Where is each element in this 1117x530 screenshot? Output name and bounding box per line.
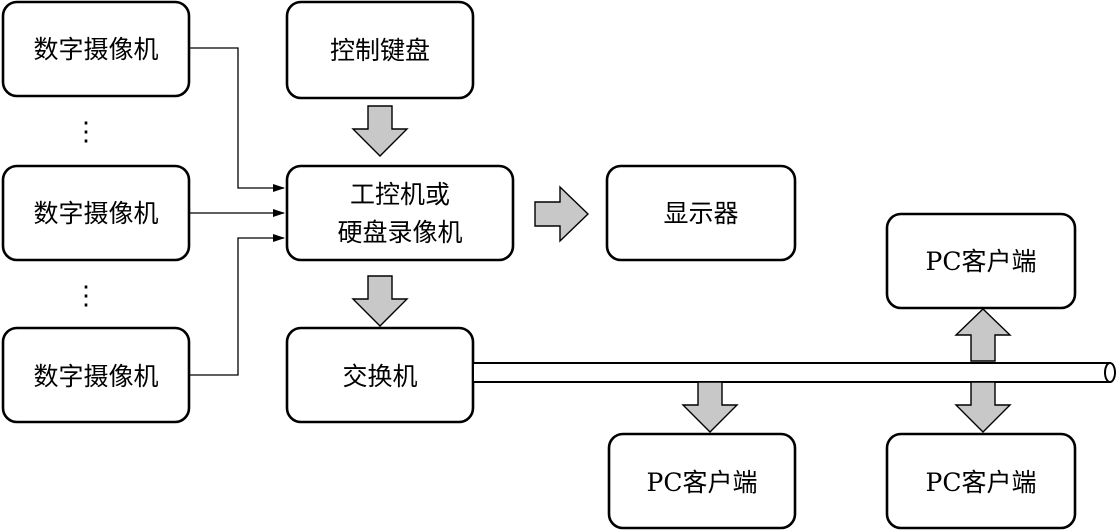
pc-client-box-bottom-left: PC客户端 — [607, 432, 797, 530]
recorder-label-line2: 硬盘录像机 — [337, 218, 462, 247]
arrow-recorder-to-display — [534, 185, 590, 243]
arrow-pipe-to-pc-client-bottom-left — [681, 381, 739, 433]
arrow-pipe-to-pc-client-top — [954, 308, 1012, 362]
switch-label: 交换机 — [342, 362, 417, 391]
camera-label-3: 数字摄像机 — [33, 362, 158, 391]
camera-box-2: 数字摄像机 — [1, 164, 191, 262]
keyboard-label: 控制键盘 — [330, 36, 430, 65]
camera-box-1: 数字摄像机 — [1, 0, 191, 98]
arrow-recorder-to-switch — [351, 275, 409, 327]
display-label: 显示器 — [663, 199, 738, 228]
display-box: 显示器 — [605, 164, 797, 262]
keyboard-box: 控制键盘 — [285, 0, 475, 100]
pc-client-label-top: PC客户端 — [926, 247, 1037, 276]
recorder-box: 工控机或 硬盘录像机 — [285, 164, 515, 262]
connector-camera-1 — [189, 47, 285, 192]
switch-box: 交换机 — [285, 326, 475, 424]
camera-box-3: 数字摄像机 — [1, 326, 191, 424]
camera-label-1: 数字摄像机 — [33, 35, 158, 64]
arrow-pipe-to-pc-client-bottom-right — [954, 381, 1012, 433]
network-pipe — [472, 362, 1116, 383]
pc-client-box-top: PC客户端 — [885, 212, 1077, 310]
pc-client-label-bottom-right: PC客户端 — [926, 468, 1037, 497]
connector-camera-3 — [189, 234, 285, 376]
ellipsis-2: ⋮ — [73, 281, 99, 311]
pc-client-box-bottom-right: PC客户端 — [885, 432, 1077, 530]
recorder-label-line1: 工控机或 — [350, 180, 450, 209]
ellipsis-1: ⋮ — [73, 117, 99, 147]
arrow-keyboard-to-recorder — [351, 105, 409, 157]
camera-label-2: 数字摄像机 — [33, 199, 158, 228]
pc-client-label-bottom-left: PC客户端 — [647, 468, 758, 497]
